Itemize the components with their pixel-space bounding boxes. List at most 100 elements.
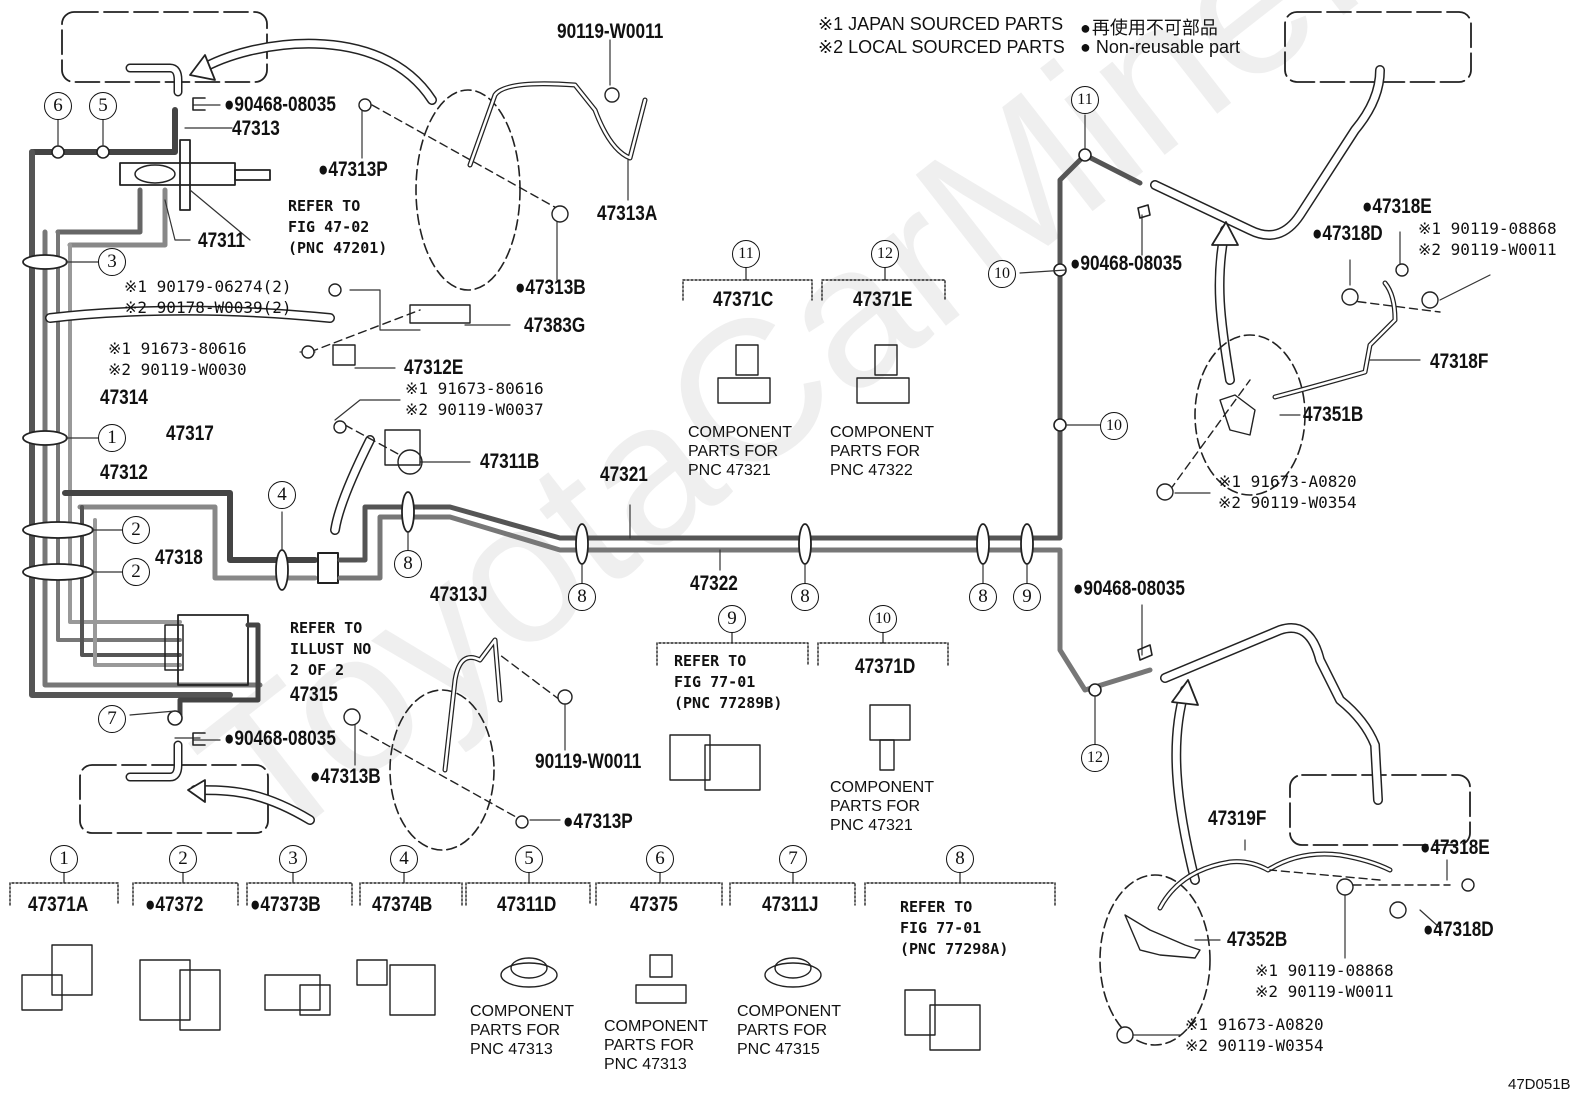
fastener-90179-06274[interactable]: ※1 90179-06274(2) ※2 90178-W0039(2) — [124, 277, 292, 317]
clamp-8b — [575, 523, 589, 565]
callout-10b[interactable]: 10 — [1100, 412, 1128, 440]
part-label-90468-08035-top-left[interactable]: ●90468-08035 — [224, 93, 336, 117]
mid-component-refer-77289B[interactable]: REFER TO FIG 77-01 (PNC 77289B) — [674, 652, 783, 712]
mid-component-part-47371E[interactable]: 47371E — [853, 288, 913, 311]
part-label-47314[interactable]: 47314 — [100, 386, 148, 409]
bottom-callout-4[interactable]: 4 — [390, 845, 418, 873]
callout-2b[interactable]: 2 — [122, 558, 150, 586]
mid-component-note-47371C: COMPONENT PARTS FOR PNC 47321 — [688, 424, 792, 479]
bottom-refer-77298A[interactable]: REFER TO FIG 77-01 (PNC 77298A) — [900, 898, 1009, 958]
part-label-47311B[interactable]: 47311B — [480, 450, 540, 473]
bottom-callout-1[interactable]: 1 — [50, 845, 78, 873]
part-label-47312E[interactable]: 47312E — [404, 356, 464, 379]
legend-non-reusable-en: ● Non-reusable part — [1080, 37, 1240, 58]
bottom-part-47374B[interactable]: 47374B — [372, 893, 433, 916]
fastener-90119-08868-bottom[interactable]: ※1 90119-08868 ※2 90119-W0011 — [1255, 961, 1394, 1001]
callout-6[interactable]: 6 — [44, 92, 72, 120]
part-label-47351B[interactable]: 47351B — [1303, 403, 1364, 426]
callout-2a[interactable]: 2 — [122, 516, 150, 544]
bottom-part-47371A[interactable]: 47371A — [28, 893, 89, 916]
mid-component-part-47371C[interactable]: 47371C — [713, 288, 774, 311]
callout-7[interactable]: 7 — [98, 705, 126, 733]
mid-component-callout-10[interactable]: 10 — [869, 605, 897, 633]
bottom-callout-5[interactable]: 5 — [515, 845, 543, 873]
part-label-47318F[interactable]: 47318F — [1430, 350, 1489, 373]
part-number-text: 47313B — [320, 765, 381, 788]
part-label-47317[interactable]: 47317 — [166, 422, 214, 445]
callout-8c[interactable]: 8 — [791, 583, 819, 611]
bottom-part-47372[interactable]: ●47372 — [145, 893, 203, 917]
part-label-47318D-bottom[interactable]: ●47318D — [1423, 918, 1494, 942]
clip-47373B-glyph — [264, 974, 331, 1016]
refer-fig-47-02[interactable]: REFER TO FIG 47-02 (PNC 47201) — [288, 197, 388, 257]
fastener-91673-80616-b[interactable]: ※1 91673-80616 ※2 90119-W0037 — [405, 379, 544, 419]
non-reusable-dot-icon: ● — [515, 276, 526, 299]
part-label-47318D-top[interactable]: ●47318D — [1312, 222, 1383, 246]
mid-component-part-47371D[interactable]: 47371D — [855, 655, 916, 678]
part-label-47311[interactable]: 47311 — [198, 229, 245, 252]
clip-90468-right-top — [1137, 204, 1151, 219]
fastener-91673-A0820-top[interactable]: ※1 91673-A0820 ※2 90119-W0354 — [1218, 472, 1357, 512]
bottom-part-47375[interactable]: 47375 — [630, 893, 678, 916]
bottom-callout-7[interactable]: 7 — [779, 845, 807, 873]
part-label-47352B[interactable]: 47352B — [1227, 928, 1288, 951]
non-reusable-dot-icon: ● — [1080, 37, 1091, 57]
callout-8a[interactable]: 8 — [394, 550, 422, 578]
fastener-91673-80616-a[interactable]: ※1 91673-80616 ※2 90119-W0030 — [108, 339, 247, 379]
fastener-90119-08868-top[interactable]: ※1 90119-08868 ※2 90119-W0011 — [1418, 219, 1557, 259]
front-right-flex-hose — [1150, 65, 1385, 240]
part-label-47313B-top[interactable]: ●47313B — [515, 276, 586, 300]
part-label-90119-W0011-bottom[interactable]: 90119-W0011 — [535, 750, 642, 773]
bracket-4 — [359, 882, 463, 906]
part-label-47318E-top[interactable]: ●47318E — [1362, 195, 1432, 219]
part-label-47313A[interactable]: 47313A — [597, 202, 658, 225]
part-label-47313P-bottom[interactable]: ●47313P — [563, 810, 633, 834]
callout-9[interactable]: 9 — [1013, 583, 1041, 611]
part-label-47318[interactable]: 47318 — [155, 546, 203, 569]
bottom-part-47311J[interactable]: 47311J — [762, 893, 819, 916]
part-label-47322[interactable]: 47322 — [690, 572, 738, 595]
bottom-callout-3[interactable]: 3 — [279, 845, 307, 873]
callout-4[interactable]: 4 — [268, 481, 296, 509]
part-label-47319F[interactable]: 47319F — [1208, 807, 1267, 830]
bolt-91673-A0820-top — [1156, 483, 1174, 501]
fastener-91673-A0820-bottom[interactable]: ※1 91673-A0820 ※2 90119-W0354 — [1185, 1015, 1324, 1055]
bracket-12 — [821, 279, 946, 301]
part-label-47313[interactable]: 47313 — [232, 117, 280, 140]
bottom-callout-8[interactable]: 8 — [946, 845, 974, 873]
clip-47371A-glyph — [21, 944, 93, 1011]
bracket-47383G-glyph — [332, 304, 471, 366]
callout-10a[interactable]: 10 — [988, 260, 1016, 288]
part-label-47313J[interactable]: 47313J — [430, 583, 488, 606]
bottom-callout-2[interactable]: 2 — [169, 845, 197, 873]
callout-3[interactable]: 3 — [98, 248, 126, 276]
refer-illust-2-of-2[interactable]: REFER TO ILLUST NO 2 OF 2 — [290, 619, 372, 679]
mid-component-callout-11[interactable]: 11 — [732, 240, 760, 268]
mid-component-callout-9[interactable]: 9 — [718, 605, 746, 633]
part-label-47312[interactable]: 47312 — [100, 461, 148, 484]
part-number-text: 47372 — [155, 893, 204, 916]
rear-left-flex-hose — [125, 740, 183, 782]
callout-8d[interactable]: 8 — [969, 583, 997, 611]
part-label-90468-08035-right-top[interactable]: ●90468-08035 — [1070, 252, 1182, 276]
callout-5[interactable]: 5 — [89, 92, 117, 120]
callout-1[interactable]: 1 — [98, 424, 126, 452]
part-label-90468-08035-bottom-left[interactable]: ●90468-08035 — [224, 727, 336, 751]
callout-11[interactable]: 11 — [1071, 86, 1099, 114]
bottom-part-47311D[interactable]: 47311D — [497, 893, 557, 916]
bottom-part-47373B[interactable]: ●47373B — [250, 893, 321, 917]
part-label-47315[interactable]: 47315 — [290, 683, 338, 706]
callout-12[interactable]: 12 — [1081, 744, 1109, 772]
clamp-8a — [401, 491, 415, 533]
part-label-47313P-top[interactable]: ●47313P — [318, 158, 388, 182]
part-label-47313B-bottom[interactable]: ●47313B — [310, 765, 381, 789]
part-label-90119-W0011-top[interactable]: 90119-W0011 — [557, 20, 664, 43]
part-label-47321[interactable]: 47321 — [600, 463, 648, 486]
bottom-callout-6[interactable]: 6 — [646, 845, 674, 873]
mid-component-callout-12[interactable]: 12 — [871, 240, 899, 268]
part-label-47383G[interactable]: 47383G — [524, 314, 586, 337]
grommet-47311J-glyph — [764, 957, 822, 988]
part-label-90468-08035-right-bottom[interactable]: ●90468-08035 — [1073, 577, 1185, 601]
callout-8b[interactable]: 8 — [568, 583, 596, 611]
part-label-47318E-bottom[interactable]: ●47318E — [1420, 836, 1490, 860]
